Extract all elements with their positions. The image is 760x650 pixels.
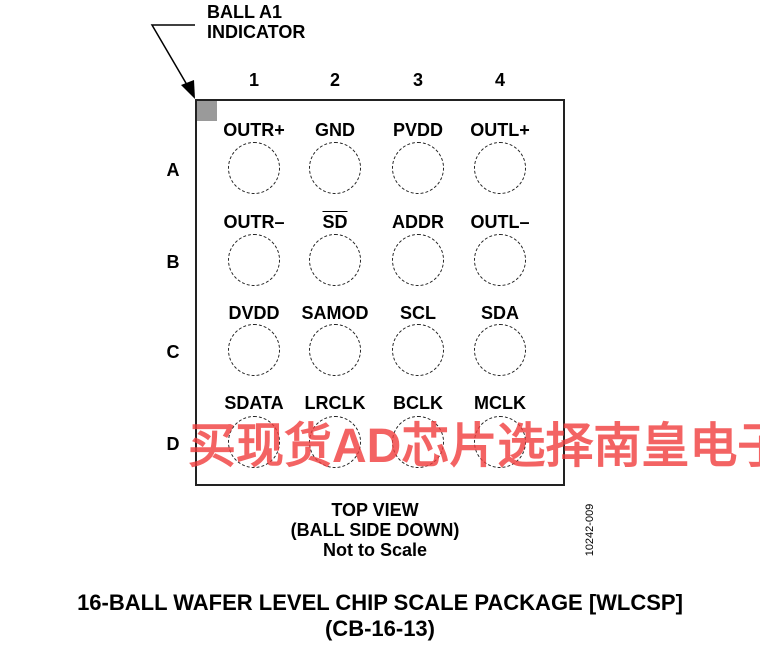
ball-a1-marker [197,101,217,121]
ball-label: SCL [400,303,436,323]
column-label: 2 [329,70,341,90]
figure-code: 10242-009 [584,503,596,557]
ball-label: OUTR+ [223,120,285,140]
ball-circle [392,324,444,376]
ball-circle [392,142,444,194]
view-note: TOP VIEW (BALL SIDE DOWN) Not to Scale [291,500,460,560]
ball-label: SD [322,212,348,232]
ball-label: LRCLK [304,393,366,413]
ball-circle [228,234,280,286]
row-label: C [166,342,180,362]
view-line2: (BALL SIDE DOWN) [290,520,460,540]
caption-line1: 16-BALL WAFER LEVEL CHIP SCALE PACKAGE [… [77,590,683,615]
ball-label: SDATA [224,393,284,413]
ball-label: PVDD [392,120,444,140]
ball-label: OUTR– [223,212,285,232]
ball-a1-indicator-label: BALL A1 INDICATOR [207,2,305,42]
ball-circle [228,416,280,468]
ball-label: SDA [480,303,520,323]
ball-circle [309,234,361,286]
ball-circle [392,416,444,468]
ball-label: OUTL+ [470,120,530,140]
watermark: 买现货AD芯片选择南皇电子 [188,420,760,473]
ball-circle [228,142,280,194]
ball-label: DVDD [228,303,280,323]
caption-line2: (CB-16-13) [324,616,436,641]
column-label: 4 [494,70,506,90]
indicator-line2: INDICATOR [207,22,306,42]
column-label: 3 [412,70,424,90]
ball-circle [309,142,361,194]
ball-circle [474,324,526,376]
package-outline [195,99,565,486]
ball-circle [309,324,361,376]
ball-label: ADDR [392,212,444,232]
ball-circle [392,234,444,286]
ball-label: BCLK [393,393,443,413]
ball-label: SAMOD [301,303,369,323]
ball-circle [474,142,526,194]
ball-circle [309,416,361,468]
column-label: 1 [248,70,260,90]
row-label: A [166,160,180,180]
view-line1: TOP VIEW [331,500,419,520]
view-line3: Not to Scale [322,540,428,560]
caption: 16-BALL WAFER LEVEL CHIP SCALE PACKAGE [… [77,590,683,642]
ball-circle [228,324,280,376]
ball-label: GND [315,120,355,140]
ball-circle [474,416,526,468]
row-label: D [166,434,180,454]
ball-label: OUTL– [470,212,530,232]
ball-label: MCLK [474,393,526,413]
ball-circle [474,234,526,286]
row-label: B [166,252,180,272]
indicator-line1: BALL A1 [207,2,283,22]
